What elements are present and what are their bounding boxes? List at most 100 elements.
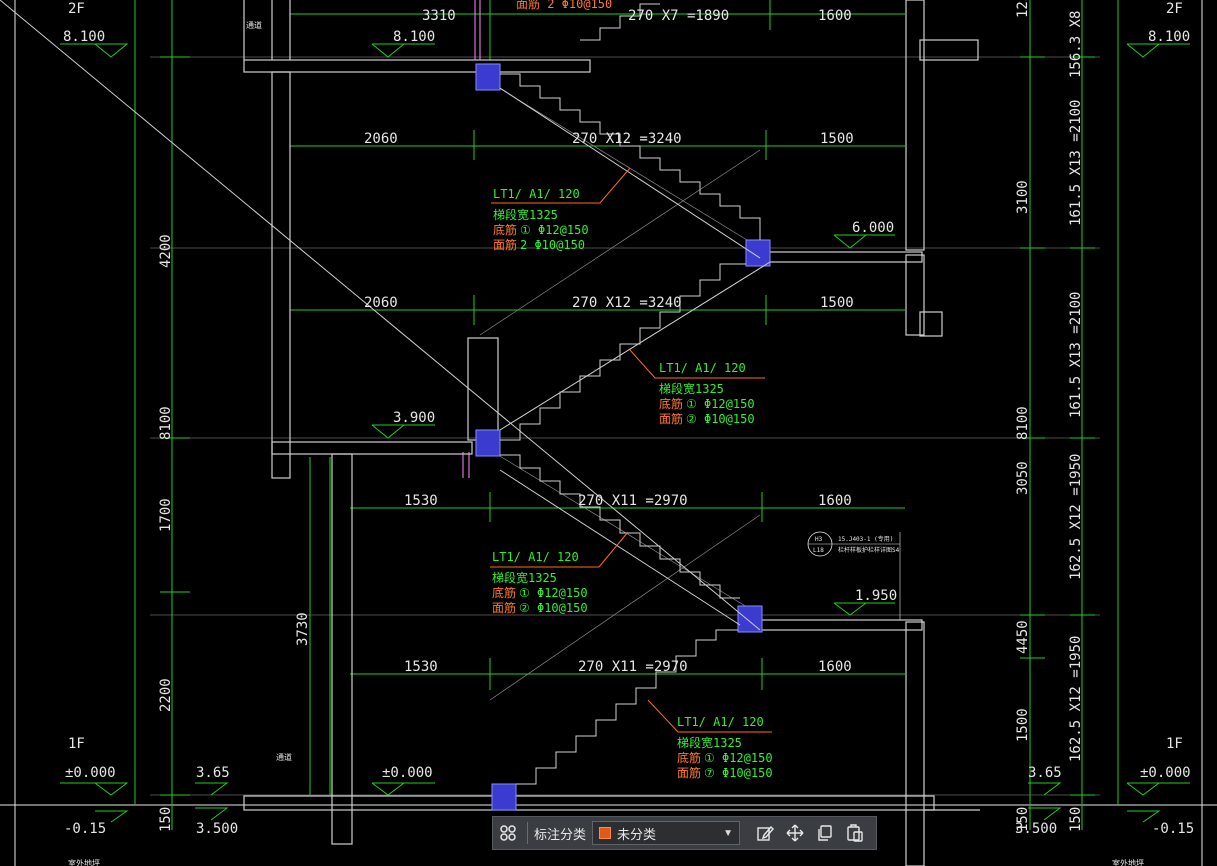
level-landing-6000: 6.000 [852, 220, 894, 236]
annotation-top-label: 面筋 [493, 237, 517, 252]
dim-top-mid: 270 X7 =1890 [628, 8, 729, 24]
level-upper-mid: 8.100 [393, 29, 435, 45]
annotation-top-label: 面筋 [659, 411, 683, 426]
annotation-block-2: LT1/ A1/ 120 梯段宽1325 底筋 ① Φ12@150 面筋 ② Φ… [659, 361, 755, 426]
annotation-width: 梯段宽1325 [659, 381, 724, 396]
annotation-top-value: ② Φ10@150 [519, 601, 588, 615]
annotation-bottom-value: ① Φ12@150 [520, 223, 589, 237]
level-ground-right: ±0.000 [1140, 765, 1191, 781]
dim-r4-right: 1600 [818, 659, 852, 675]
corridor-note-bottom: 通道 [276, 752, 292, 762]
landing-hatch [475, 63, 771, 811]
vdim-1700: 1700 [158, 498, 174, 532]
vdim-3100: 3100 [1015, 180, 1031, 214]
category-label: 标注分类 [534, 826, 587, 842]
reference-grid [150, 56, 1100, 796]
annotation-top-value: 2 Φ10@150 [520, 238, 585, 252]
level-right-365: 3.65 [1028, 765, 1062, 781]
vdim-150-right: 150 [1015, 807, 1031, 832]
detail-ref-line2: 栏杆样板护栏样详图S4 [838, 546, 900, 554]
vdim-1500: 1500 [1015, 708, 1031, 742]
annotation-leaders [490, 167, 772, 733]
level-labels: 2F 2F 1F 1F 8.100 8.100 8.100 6.000 3.90… [63, 1, 1194, 837]
annotation-bottom-label: 底筋 [677, 750, 701, 765]
vdim-8100-left: 8100 [158, 406, 174, 440]
vdim-riser-4: 162.5 X12 =1950 [1068, 636, 1084, 762]
annotation-bottom-label: 底筋 [659, 396, 683, 411]
level-upper-right: 8.100 [1148, 29, 1190, 45]
dim-r4-mid: 270 X11 =2970 [578, 659, 688, 675]
level-3900: 3.900 [393, 410, 435, 426]
corridor-note-top: 通道 [246, 20, 262, 30]
annotation-width: 梯段宽1325 [493, 207, 558, 222]
annotation-block-1: LT1/ A1/ 120 梯段宽1325 底筋 ① Φ12@150 面筋 2 Φ… [493, 187, 589, 252]
rail-lines [462, 0, 481, 478]
category-value: 未分类 [617, 826, 657, 842]
top-partial-note: 面筋 2 Φ10@150 [516, 0, 612, 11]
annotation-bottom-value: ① Φ12@150 [519, 586, 588, 600]
outdoor-note-right: 室外地坪 [1112, 858, 1144, 866]
annotation-top-value: ② Φ10@150 [686, 412, 755, 426]
annotation-top-value: ⑦ Φ10@150 [704, 766, 773, 780]
level-outdoor-right: -0.15 [1152, 821, 1194, 837]
annotation-toolbar: 标注分类 未分类 ▼ [492, 816, 877, 850]
small-notes: 通道 通道 室外地坪 室外地坪 [68, 20, 1144, 866]
annotation-title: LT1/ A1/ 120 [677, 715, 764, 729]
annotation-width: 梯段宽1325 [492, 570, 557, 585]
annotation-top-label: 面筋 [492, 600, 516, 615]
dim-top-left: 3310 [422, 8, 456, 24]
floor-label-lower-left: 1F [68, 736, 85, 752]
grid-icon[interactable] [493, 818, 523, 848]
annotation-title: LT1/ A1/ 120 [492, 550, 579, 564]
vdim-riser-3: 162.5 X12 =1950 [1068, 454, 1084, 580]
paste-icon[interactable] [840, 818, 870, 848]
annotation-title: LT1/ A1/ 120 [493, 187, 580, 201]
vdim-riser-2: 161.5 X13 =2100 [1068, 292, 1084, 418]
dim-r3-left: 1530 [404, 493, 438, 509]
level-left-3500: 3.500 [196, 821, 238, 837]
level-left-365: 3.65 [196, 765, 230, 781]
annotation-block-3: LT1/ A1/ 120 梯段宽1325 底筋 ① Φ12@150 面筋 ② Φ… [492, 550, 588, 615]
detail-reference: H3 L18 15.J403-1 (专用) 栏杆样板护栏样详图S4 [807, 531, 901, 620]
annotation-top-label: 面筋 [677, 765, 701, 780]
vdim-riser-1: 161.5 X13 =2100 [1068, 100, 1084, 226]
level-right-3500: 3.500 [1015, 821, 1057, 837]
dim-r2-right: 1500 [820, 295, 854, 311]
floor-label-lower-right: 1F [1166, 736, 1183, 752]
stair-flights [0, 0, 771, 785]
vdim-4200: 4200 [158, 234, 174, 268]
vdim-2200: 2200 [158, 678, 174, 712]
copy-icon[interactable] [810, 818, 840, 848]
vdim-4450: 4450 [1015, 620, 1031, 654]
dim-r1-mid: 270 X12 =3240 [572, 131, 682, 147]
move-icon[interactable] [780, 818, 810, 848]
detail-ref-bottom: L18 [813, 547, 824, 554]
vdim-125: 125 [1015, 0, 1031, 18]
vdim-riser-top: 156.3 X8 [1068, 11, 1084, 78]
annotation-bottom-label: 底筋 [493, 222, 517, 237]
walls [243, 0, 980, 866]
detail-ref-line1: 15.J403-1 (专用) [838, 535, 893, 543]
annotation-bottom-label: 底筋 [492, 585, 516, 600]
horizontal-dimensions: 3310 270 X7 =1890 1600 2060 270 X12 =324… [364, 8, 854, 675]
edit-icon[interactable] [750, 818, 780, 848]
dim-r2-mid: 270 X12 =3240 [572, 295, 682, 311]
dim-r2-left: 2060 [364, 295, 398, 311]
floor-label-upper-right: 2F [1166, 1, 1183, 17]
level-outdoor-left: -0.15 [64, 821, 106, 837]
annotation-bottom-value: ① Φ12@150 [704, 751, 773, 765]
annotation-bottom-value: ① Φ12@150 [686, 397, 755, 411]
level-ground-left: ±0.000 [65, 765, 116, 781]
category-select[interactable]: 未分类 ▼ [592, 821, 741, 845]
vdim-8100-right: 8100 [1015, 406, 1031, 440]
dim-r1-left: 2060 [364, 131, 398, 147]
category-color-swatch [599, 827, 612, 839]
level-1950: 1.950 [855, 588, 897, 604]
vdim-3050: 3050 [1015, 461, 1031, 495]
vdim-150-far: 150 [1068, 807, 1084, 832]
toolbar-divider [527, 822, 528, 844]
vertical-dimensions-far-right: 156.3 X8 161.5 X13 =2100 161.5 X13 =2100… [1068, 11, 1084, 762]
chevron-down-icon: ▼ [723, 827, 734, 839]
vertical-dimensions-right: 3100 8100 3050 4450 1500 150 125 150 [1015, 0, 1084, 832]
